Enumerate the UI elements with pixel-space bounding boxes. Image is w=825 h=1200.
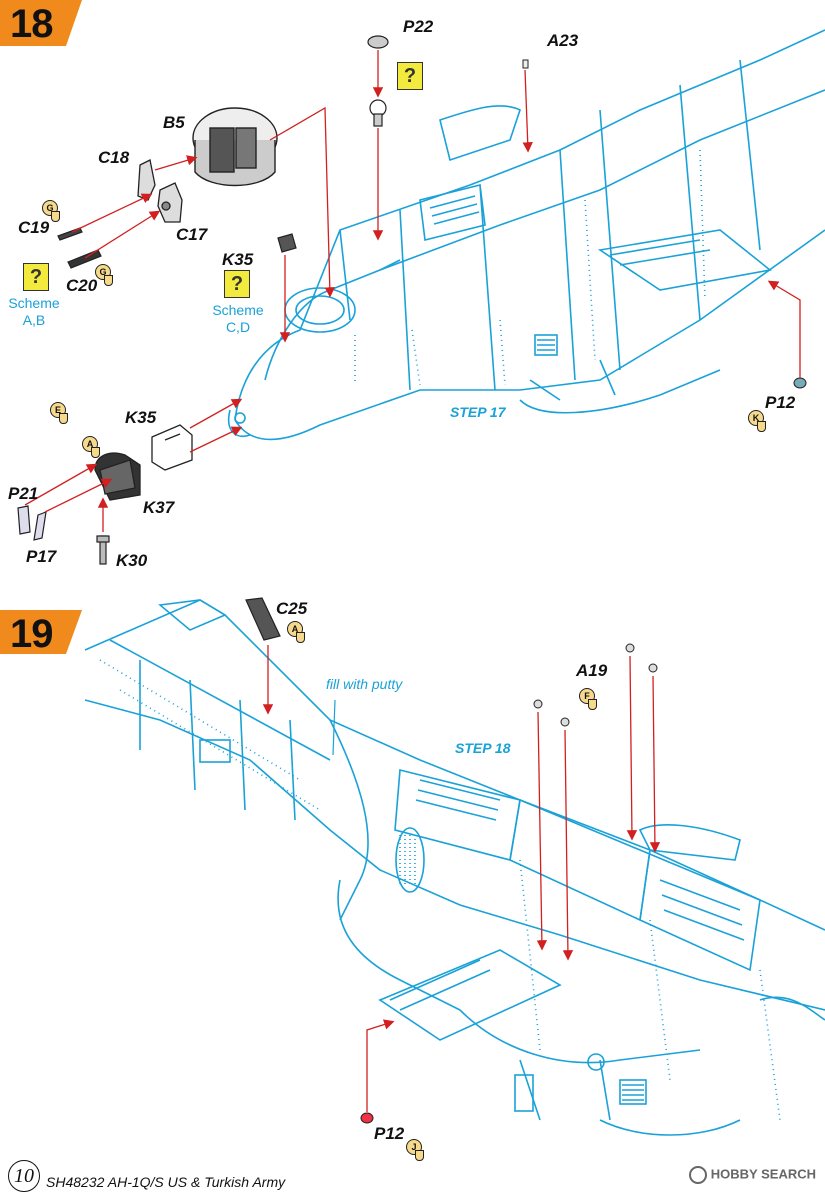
step-18-badge: 18 xyxy=(0,0,82,46)
part-a23-shape xyxy=(522,59,529,69)
step-18-number: 18 xyxy=(10,2,53,46)
page-number: 10 xyxy=(8,1160,40,1192)
part-c17-shape xyxy=(157,182,183,223)
label-k35-bottom: K35 xyxy=(125,408,157,427)
fill-with-putty-note: fill with putty xyxy=(326,676,403,692)
part-b5-shape xyxy=(192,107,278,187)
label-p17: P17 xyxy=(26,547,57,566)
part-c25-shape xyxy=(245,597,281,641)
step18-arrows xyxy=(24,50,801,532)
part-k35-bottom-shape xyxy=(151,424,193,471)
putty-pointer-line xyxy=(332,699,336,756)
step19-reference-step18: STEP 18 xyxy=(455,740,511,756)
step-19-badge: 19 xyxy=(0,610,82,656)
part-p21-shape xyxy=(17,505,31,535)
sprue-tag-icon-c25: A xyxy=(287,621,305,643)
label-c25: C25 xyxy=(276,599,308,618)
label-c17: C17 xyxy=(176,225,208,244)
label-c20: C20 xyxy=(66,276,98,295)
label-b5: B5 xyxy=(163,113,185,132)
label-k35-top: K35 xyxy=(222,250,254,269)
part-c18-shape xyxy=(137,159,156,201)
sprue-tag-icon-c19: G xyxy=(42,200,60,222)
part-k35-top-shape xyxy=(277,233,297,253)
step18-fuselage-drawing xyxy=(228,29,825,441)
sprue-tag-icon-k35: E xyxy=(50,402,68,424)
part-p22-shape xyxy=(367,35,389,127)
sprue-tag-icon-k37: A xyxy=(82,436,100,458)
part-a19-shapes xyxy=(533,643,658,727)
label-p12-top: P12 xyxy=(765,393,796,412)
page-footer: 10 SH48232 AH-1Q/S US & Turkish Army HOB… xyxy=(8,1160,818,1196)
step19-fuselage-drawing xyxy=(84,599,825,1136)
question-mark-icon-scheme-ab: ? xyxy=(23,263,49,291)
label-k37: K37 xyxy=(143,498,175,517)
part-p12-top-shape xyxy=(793,377,807,389)
label-k30: K30 xyxy=(116,551,148,570)
part-c20-shape xyxy=(67,249,102,269)
sprue-tag-icon-p12-bottom: J xyxy=(406,1139,424,1161)
question-mark-icon-scheme-cd: ? xyxy=(224,270,250,298)
label-a23: A23 xyxy=(547,31,579,50)
scheme-cd-label: Scheme C,D xyxy=(212,302,264,335)
scheme-ab-label: Scheme A,B xyxy=(8,295,60,328)
step18-reference-step17: STEP 17 xyxy=(450,404,506,420)
part-c19-shape xyxy=(57,227,83,241)
watermark-logo-icon xyxy=(688,1166,707,1184)
label-a19: A19 xyxy=(576,661,608,680)
sprue-tag-icon-c20: G xyxy=(95,264,113,286)
part-p12-bottom-shape xyxy=(360,1112,374,1124)
kit-title: SH48232 AH-1Q/S US & Turkish Army xyxy=(46,1174,286,1190)
part-k37-shape xyxy=(94,452,141,501)
step19-arrows xyxy=(262,645,661,1112)
step-19-number: 19 xyxy=(10,612,53,656)
step-19-badge-shape xyxy=(0,610,82,654)
question-mark-icon-p22: ? xyxy=(397,62,423,90)
label-c19: C19 xyxy=(18,218,50,237)
part-p17-shape xyxy=(33,511,47,541)
label-p12-bottom: P12 xyxy=(374,1124,405,1143)
label-p22: P22 xyxy=(403,17,434,36)
label-p21: P21 xyxy=(8,484,39,503)
watermark-text: HOBBY SEARCH xyxy=(710,1166,816,1182)
part-k30-shape xyxy=(96,535,110,565)
label-c18: C18 xyxy=(98,148,130,167)
sprue-tag-icon-p12: K xyxy=(748,410,766,432)
step-18-badge-shape xyxy=(0,0,82,46)
sprue-tag-icon-a19: F xyxy=(579,688,597,710)
watermark: HOBBY SEARCH xyxy=(688,1166,816,1184)
